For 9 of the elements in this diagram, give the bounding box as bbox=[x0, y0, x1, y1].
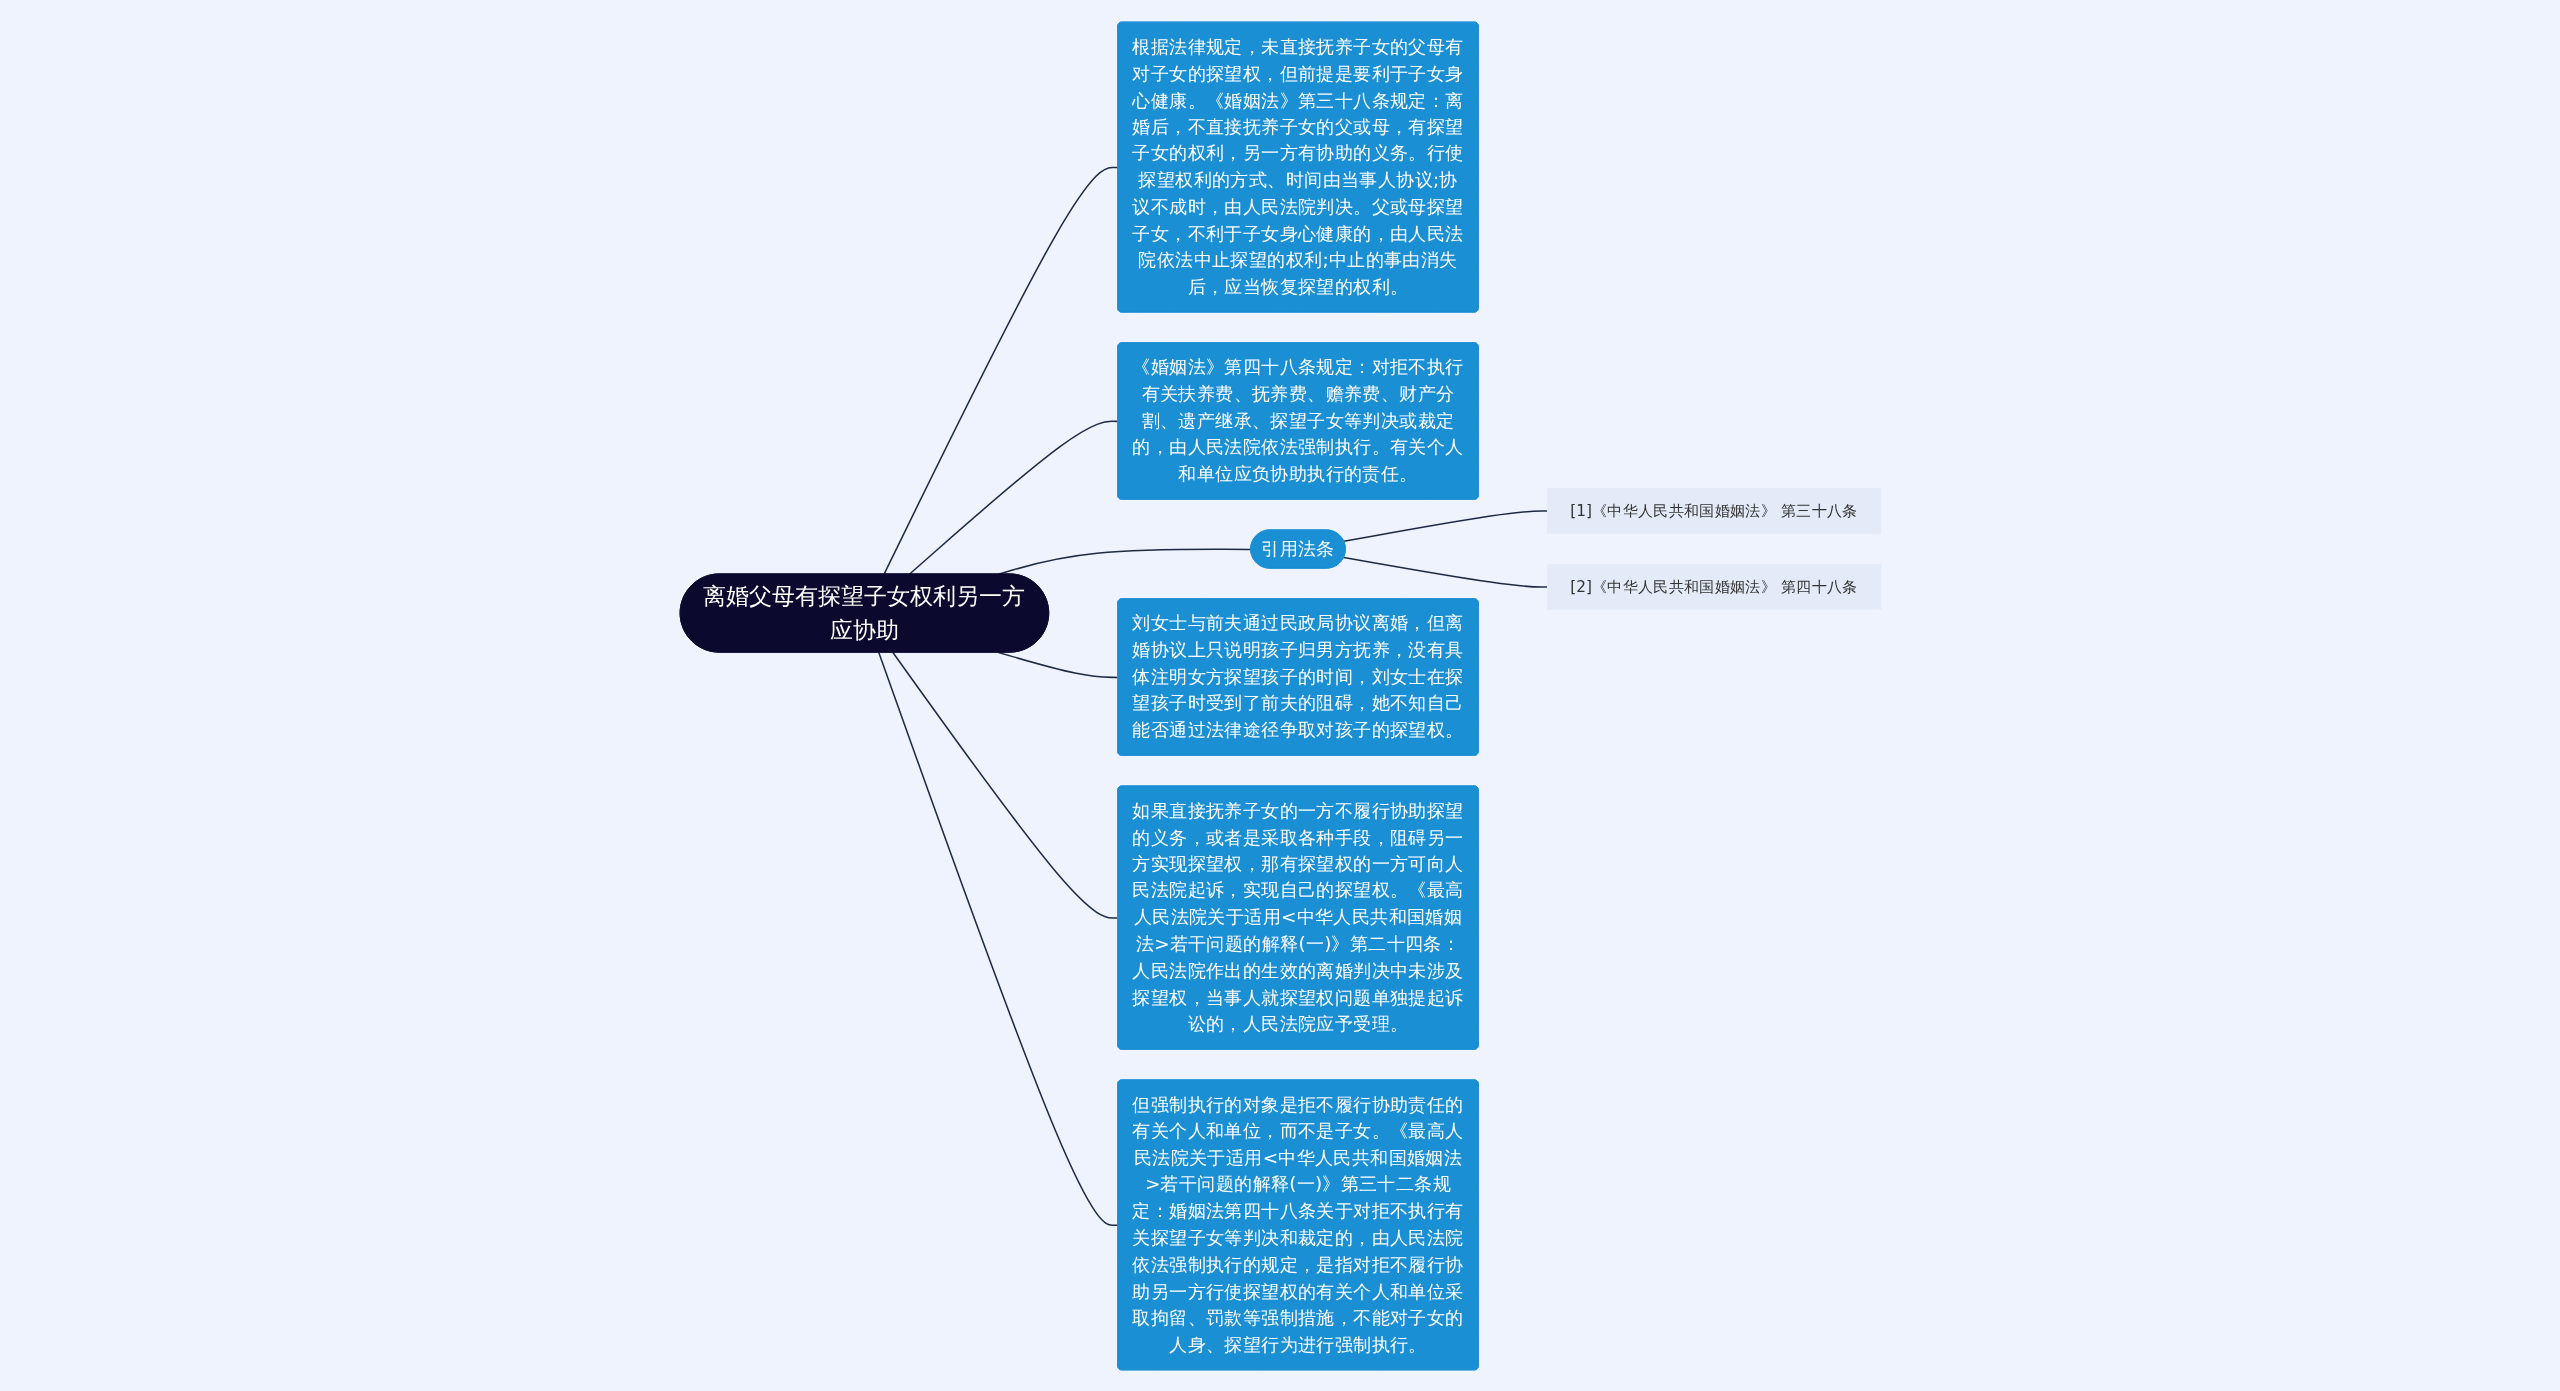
connector bbox=[908, 420, 1119, 575]
connector bbox=[1342, 556, 1548, 588]
connector bbox=[882, 166, 1119, 575]
connector bbox=[997, 651, 1119, 678]
connector bbox=[877, 651, 1119, 1226]
connector bbox=[891, 651, 1119, 919]
node-box: [2]《中华人民共和国婚姻法》 第四十八条 bbox=[1546, 563, 1881, 610]
connector bbox=[1342, 509, 1548, 542]
node-box: [1]《中华人民共和国婚姻法》 第三十八条 bbox=[1546, 487, 1881, 534]
